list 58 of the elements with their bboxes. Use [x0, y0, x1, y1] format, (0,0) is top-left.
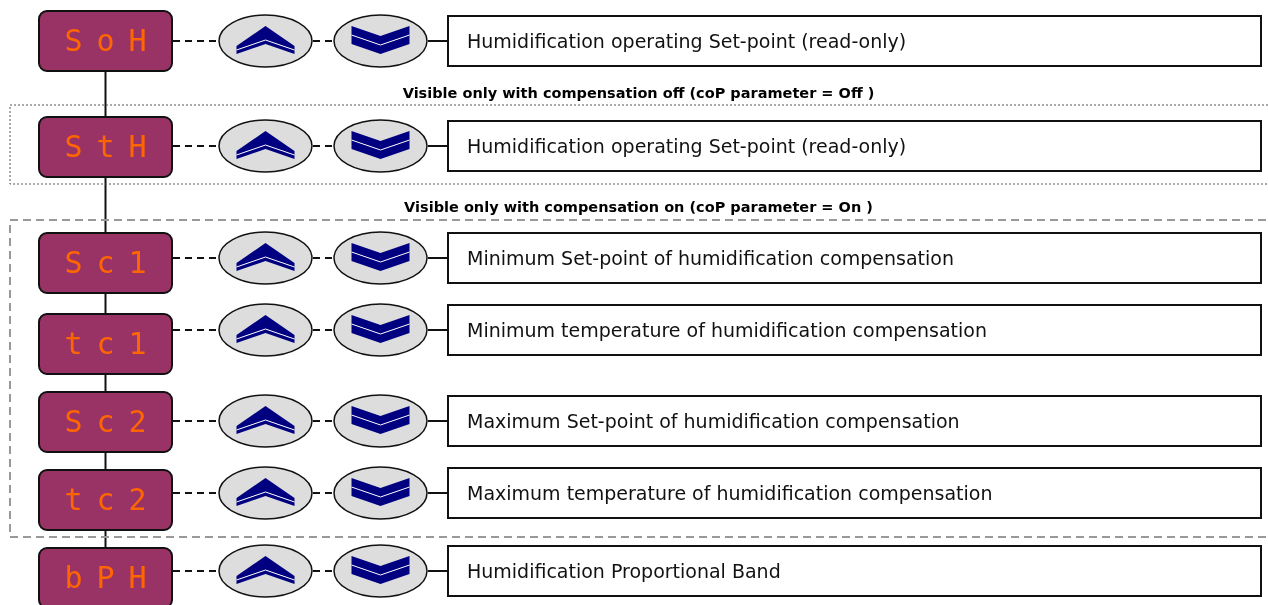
connector-line [427, 420, 448, 422]
connector-line [427, 257, 448, 259]
display-code: Sc2 [63, 407, 161, 437]
description-box [447, 232, 1262, 284]
display-box [38, 232, 173, 294]
description-box [447, 304, 1262, 356]
parameter-description: Maximum temperature of humidification compensation [467, 482, 993, 504]
display-box [38, 313, 173, 375]
connector-line [172, 329, 219, 331]
dotted-region [9, 85, 1268, 185]
parameter-description: Minimum temperature of humidification compensation [467, 319, 987, 341]
parameter-description: Humidification Proportional Band [467, 560, 781, 582]
connector-line [312, 40, 334, 42]
connector-line [312, 570, 334, 572]
connector-line [172, 420, 219, 422]
parameter-description: Minimum Set-point of humidification compensation [467, 247, 954, 269]
parameter-description: Humidification operating Set-point (read-only) [467, 135, 907, 157]
connector-line [312, 257, 334, 259]
display-box [38, 10, 173, 72]
parameter-description: Maximum Set-point of humidification compensation [467, 410, 960, 432]
connector-line [427, 570, 448, 572]
connector-line [104, 374, 107, 392]
dashed-region [9, 199, 1268, 538]
connector-line [172, 492, 219, 494]
connector-line [427, 40, 448, 42]
connector-line [427, 329, 448, 331]
connector-line [427, 145, 448, 147]
description-box [447, 395, 1262, 447]
display-code: Sc1 [63, 248, 161, 278]
connector-line [427, 492, 448, 494]
connector-line [172, 257, 219, 259]
connector-line [172, 570, 219, 572]
connector-line [172, 40, 219, 42]
connector-line [312, 145, 334, 147]
display-code: bPH [63, 563, 161, 593]
display-code: SoH [63, 26, 161, 56]
display-box [38, 547, 173, 605]
connector-line [104, 293, 107, 314]
region-heading: Visible only with compensation on (coP parameter = On ) [404, 199, 873, 215]
display-box [38, 469, 173, 531]
display-box [38, 391, 173, 453]
display-code: tc2 [63, 485, 161, 515]
connector-line [312, 492, 334, 494]
display-box [38, 116, 173, 178]
display-code: StH [63, 132, 161, 162]
connector-line [312, 329, 334, 331]
description-box [447, 15, 1262, 67]
region-heading: Visible only with compensation off (coP parameter = Off ) [402, 85, 875, 101]
connector-line [172, 145, 219, 147]
connector-line [104, 71, 107, 117]
description-box [447, 467, 1262, 519]
description-box [447, 545, 1262, 597]
parameter-description: Humidification operating Set-point (read-only) [467, 30, 907, 52]
connector-line [104, 177, 107, 233]
connector-line [104, 452, 107, 470]
display-code: tc1 [63, 329, 161, 359]
description-box [447, 120, 1262, 172]
connector-line [312, 420, 334, 422]
